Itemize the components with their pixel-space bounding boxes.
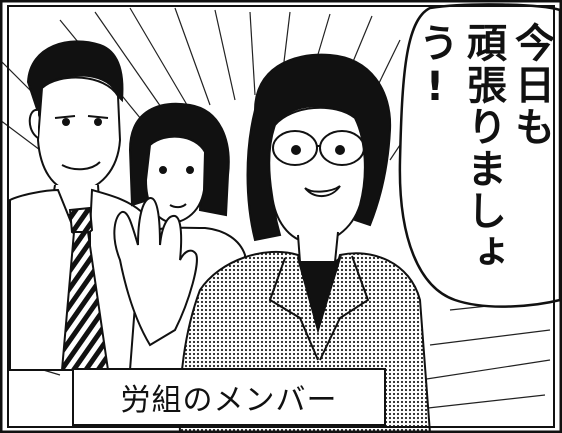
man-figure (9, 40, 147, 371)
speech-balloon-text: 今日も 頑張りましょう! (412, 22, 555, 302)
speech-line-2: 頑張りましょう! (412, 22, 506, 274)
raised-hand (113, 197, 198, 347)
caption-box: 労組のメンバー (72, 368, 386, 426)
caption-text: 労組のメンバー (120, 383, 338, 418)
speech-line-1: 今日も (508, 22, 554, 148)
